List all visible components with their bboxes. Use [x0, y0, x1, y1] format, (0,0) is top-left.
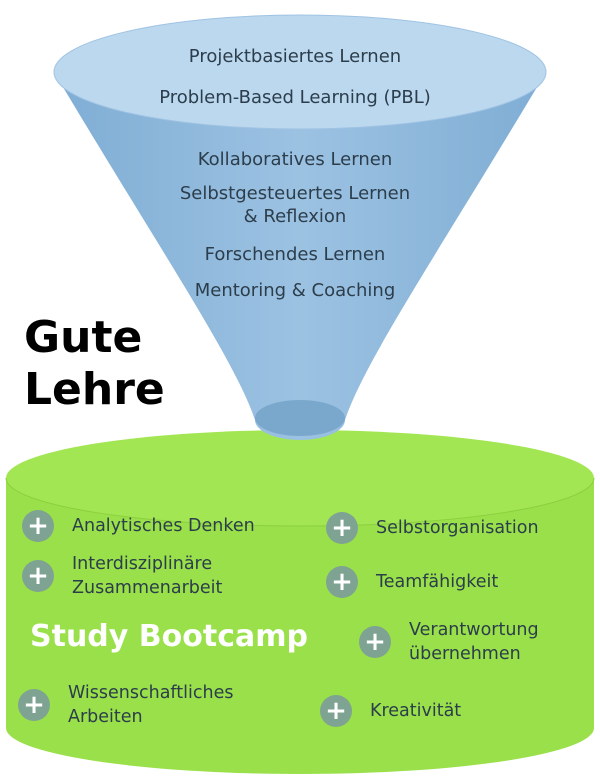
benefit-label: Selbstorganisation: [376, 518, 539, 538]
funnel-item-pbl: Problem-Based Learning (PBL): [159, 87, 431, 108]
benefit-selbstorganisation: + Selbstorganisation: [326, 512, 539, 544]
benefit-label: Analytisches Denken: [72, 516, 255, 536]
plus-icon: +: [22, 560, 54, 592]
main-title-line2: Lehre: [24, 364, 165, 415]
benefit-label: Interdisziplinäre Zusammenarbeit: [72, 554, 223, 598]
benefit-label: Wissenschaftliches Arbeiten: [68, 683, 234, 727]
benefit-label: Verantwortung übernehmen: [409, 620, 539, 664]
main-title: Gute Lehre: [24, 312, 165, 416]
benefit-kreativitaet: + Kreativität: [320, 695, 461, 727]
funnel-item-forschend: Forschendes Lernen: [204, 244, 386, 265]
funnel-item-mentoring: Mentoring & Coaching: [194, 280, 396, 301]
funnel-item-selbstgesteuert: Selbstgesteuertes Lernen & Reflexion: [179, 183, 411, 227]
plus-icon: +: [22, 510, 54, 542]
plus-icon: +: [18, 689, 50, 721]
plus-icon: +: [359, 626, 391, 658]
benefit-wissenschaftliches-arbeiten: + Wissenschaftliches Arbeiten: [18, 681, 233, 729]
funnel-item-kollaborativ: Kollaboratives Lernen: [197, 149, 393, 170]
plus-icon: +: [320, 695, 352, 727]
funnel-item-projektbasiert: Projektbasiertes Lernen: [188, 46, 402, 67]
plus-icon: +: [326, 512, 358, 544]
bootcamp-title: Study Bootcamp: [30, 619, 308, 654]
plus-icon: +: [326, 566, 358, 598]
main-title-line1: Gute: [24, 312, 143, 363]
benefit-teamfaehigkeit: + Teamfähigkeit: [326, 566, 498, 598]
benefit-verantwortung: + Verantwortung übernehmen: [359, 618, 539, 666]
benefit-interdisziplinaer: + Interdisziplinäre Zusammenarbeit: [22, 552, 222, 600]
benefit-label: Teamfähigkeit: [376, 572, 499, 592]
benefit-label: Kreativität: [370, 701, 462, 721]
study-bootcamp-cylinder: [5, 430, 595, 774]
benefit-analytisches-denken: + Analytisches Denken: [22, 510, 255, 542]
learning-methods-funnel: [53, 14, 547, 440]
